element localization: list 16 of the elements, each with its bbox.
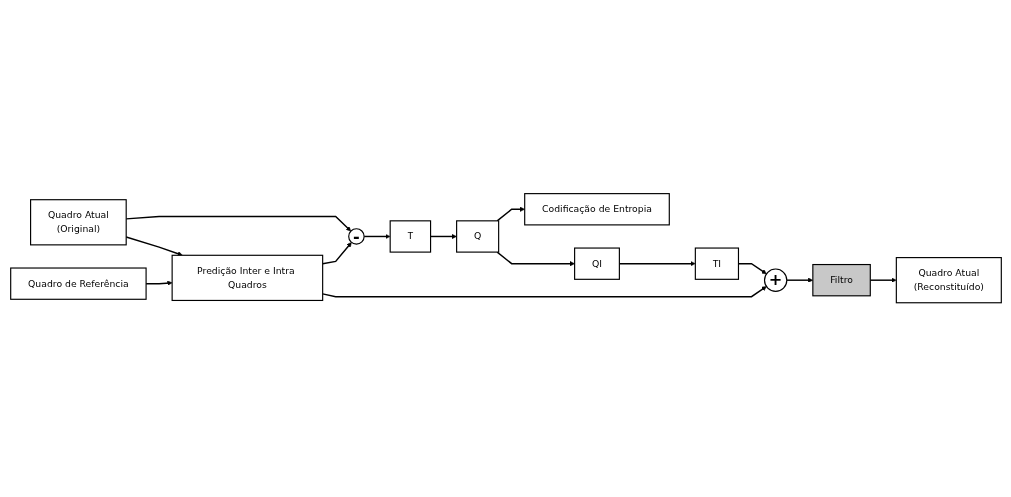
- node-box: Quadro de Referência: [9, 267, 147, 301]
- arrow: [362, 234, 390, 240]
- node-box: QI: [573, 247, 620, 281]
- node-box: Filtro: [811, 264, 871, 297]
- node-box: Quadro Atual (Original): [29, 199, 127, 246]
- node-circle: -: [347, 228, 365, 246]
- arrow: [495, 207, 525, 222]
- node-box: TI: [694, 247, 739, 281]
- node-box: Quadro Atual (Reconstituído): [895, 257, 1002, 304]
- node-box: T: [389, 220, 431, 253]
- node-box: Predição Inter e Intra Quadros: [171, 255, 323, 302]
- node-box: Q: [455, 220, 499, 253]
- arrow: [495, 251, 575, 267]
- node-circle: +: [763, 268, 787, 293]
- arrow: [737, 263, 767, 275]
- node-box: Codificação de Entropia: [523, 193, 670, 226]
